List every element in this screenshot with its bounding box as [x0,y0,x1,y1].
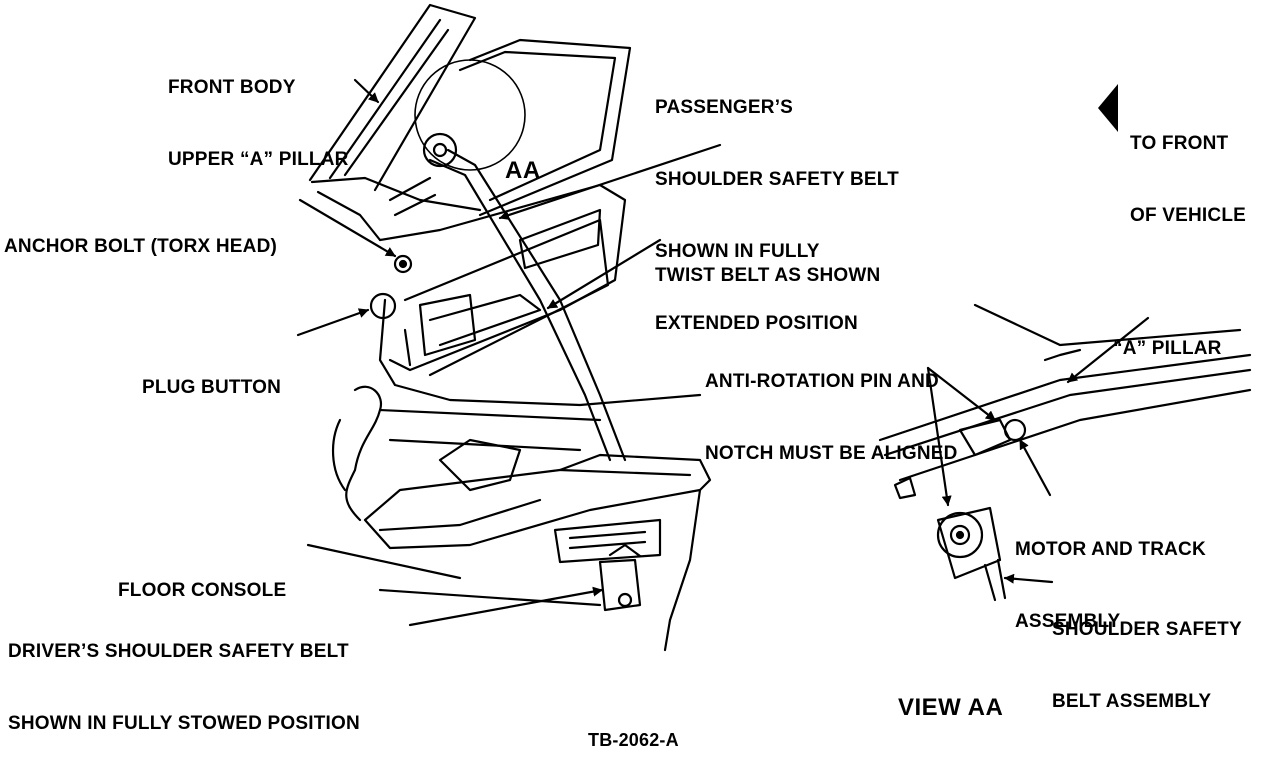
label-line: EXTENDED POSITION [655,313,858,334]
plug-button-shape [369,292,397,320]
label-line: VIEW AA [898,694,1004,721]
leader-front-pillar [353,78,380,104]
detail-callout-aa: AA [505,101,541,213]
leader-anti-rot-1 [926,366,952,507]
label-line: AA [505,157,541,184]
figure-id: TB-2062-A [588,680,679,776]
leader-twist [546,238,662,310]
leader-passenger [498,143,722,220]
leader-plug [296,308,370,337]
label-line: OF VEHICLE [1130,205,1247,226]
arrow-left-icon [1098,84,1118,132]
label-passenger-belt: PASSENGER’S SHOULDER SAFETY BELT SHOWN I… [655,48,899,360]
label-motor-track: MOTOR AND TRACK ASSEMBLY [1015,490,1206,658]
seat-outline [331,385,602,522]
detail-circle [414,59,526,171]
label-line: TWIST BELT AS SHOWN [655,265,881,286]
leader-shoulder [1003,573,1054,584]
label-line: MOTOR AND TRACK [1015,539,1206,560]
label-line: PASSENGER’S [655,97,794,118]
label-line: TO FRONT [1130,133,1229,154]
label-plug-button: PLUG BUTTON [142,328,281,424]
label-line: ANCHOR BOLT (TORX HEAD) [4,236,278,257]
label-line: FLOOR CONSOLE [118,580,287,601]
leader-anti-rot-2 [926,366,997,422]
leader-a-pillar [1066,316,1150,384]
label-line: SHOULDER SAFETY [1052,619,1242,640]
label-twist-belt: TWIST BELT AS SHOWN [655,216,880,312]
driver-retractor-shape [598,543,642,612]
label-line: DRIVER’S SHOULDER SAFETY BELT [8,641,349,662]
label-floor-console: FLOOR CONSOLE [118,531,286,627]
label-line: TB-2062-A [588,730,679,750]
label-to-front: TO FRONT OF VEHICLE [1130,84,1246,252]
label-line: ANTI-ROTATION PIN AND [705,371,939,392]
label-a-pillar: “A” PILLAR [1113,289,1222,385]
leader-driver [408,586,604,627]
label-line: FRONT BODY [168,77,296,98]
label-anti-rotation: ANTI-ROTATION PIN AND NOTCH MUST BE ALIG… [705,322,958,490]
label-line: UPPER “A” PILLAR [168,149,349,170]
leader-console [306,543,462,580]
floor-console-shape [363,453,712,652]
leader-anchor [298,198,397,258]
leader-motor [1018,438,1052,497]
label-front-body-pillar: FRONT BODY UPPER “A” PILLAR [168,28,349,196]
label-anchor-bolt: ANCHOR BOLT (TORX HEAD) [4,187,277,283]
label-line: PLUG BUTTON [142,377,282,398]
leader-driver-2 [378,588,602,607]
label-line: ASSEMBLY [1015,611,1121,632]
view-aa-title: VIEW AA [898,638,1003,750]
label-line: NOTCH MUST BE ALIGNED [705,443,958,464]
view-aa-drawing [878,303,1252,602]
label-line: SHOWN IN FULLY STOWED POSITION [8,713,360,734]
label-line: “A” PILLAR [1113,338,1222,359]
door-panel [378,183,702,407]
label-line: BELT ASSEMBLY [1052,691,1212,712]
label-line: SHOULDER SAFETY BELT [655,169,899,190]
label-shoulder-assembly: SHOULDER SAFETY BELT ASSEMBLY [1052,570,1242,738]
windshield-frame [308,3,632,242]
seatbelt-illustration [296,3,1252,652]
anchor-bolt-shape [393,254,413,274]
label-driver-belt: DRIVER’S SHOULDER SAFETY BELT SHOWN IN F… [8,592,360,760]
label-line: SHOWN IN FULLY [655,241,820,262]
